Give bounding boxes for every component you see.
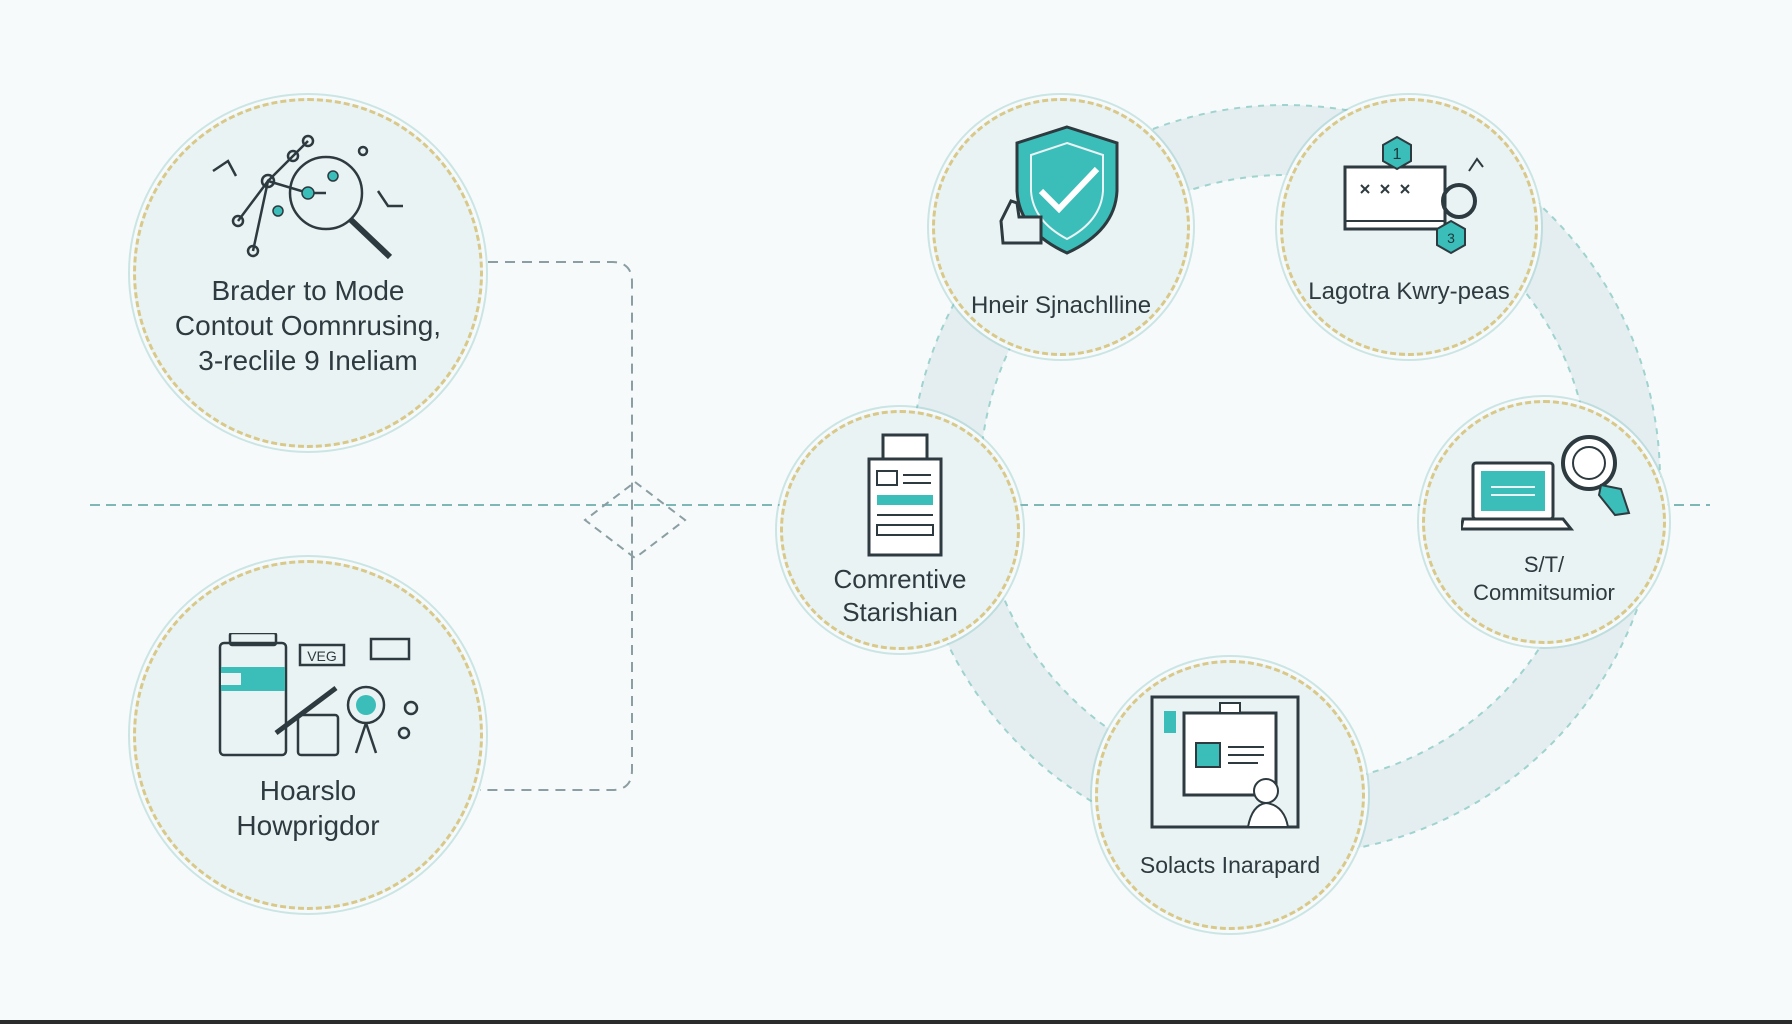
- junction-diamond: [583, 480, 687, 560]
- node-laptop: S/T/ Commitsumior: [1422, 400, 1666, 644]
- node-docs-label: Comrentive Starishian: [833, 564, 967, 627]
- node-laptop-label: S/T/ Commitsumior: [1473, 552, 1615, 605]
- search-network-icon: [212, 134, 403, 260]
- bottom-edge-bar: [0, 1020, 1792, 1024]
- document-stack-icon: [867, 433, 943, 557]
- chart-ring-icon: 1 3: [1343, 135, 1484, 255]
- node-chart-label: Lagotra Kwry-peas: [1308, 278, 1510, 305]
- presentation-board-icon: [1150, 695, 1300, 829]
- shield-check-icon: [999, 125, 1119, 255]
- bracket-bottom: [480, 560, 633, 791]
- node-brader: Brader to Mode Contout Oomnrusing, 3-rec…: [133, 98, 483, 448]
- node-board: Solacts Inarapard: [1095, 660, 1365, 930]
- node-chart: 1 3 Lagotra Kwry-peas: [1280, 98, 1538, 356]
- node-shield: Hneir Sjnachlline: [932, 98, 1190, 356]
- node-docs: Comrentive Starishian: [780, 410, 1020, 650]
- chart-badge-top: 1: [1393, 146, 1402, 163]
- node-board-label: Solacts Inarapard: [1139, 852, 1321, 878]
- tools-sign: VEG: [307, 648, 337, 664]
- laptop-magnifier-icon: [1461, 435, 1631, 531]
- bracket-top: [488, 261, 633, 560]
- node-hoarslo-label: Hoarslo Howprigdor: [236, 775, 380, 841]
- node-hoarslo: VEG Hoarslo Howprigdor: [133, 560, 483, 910]
- tools-icon: VEG: [218, 633, 419, 757]
- node-shield-label: Hneir Sjnachlline: [970, 292, 1152, 319]
- node-brader-label: Brader to Mode Contout Oomnrusing, 3-rec…: [174, 275, 442, 376]
- chart-badge-bottom: 3: [1447, 230, 1455, 246]
